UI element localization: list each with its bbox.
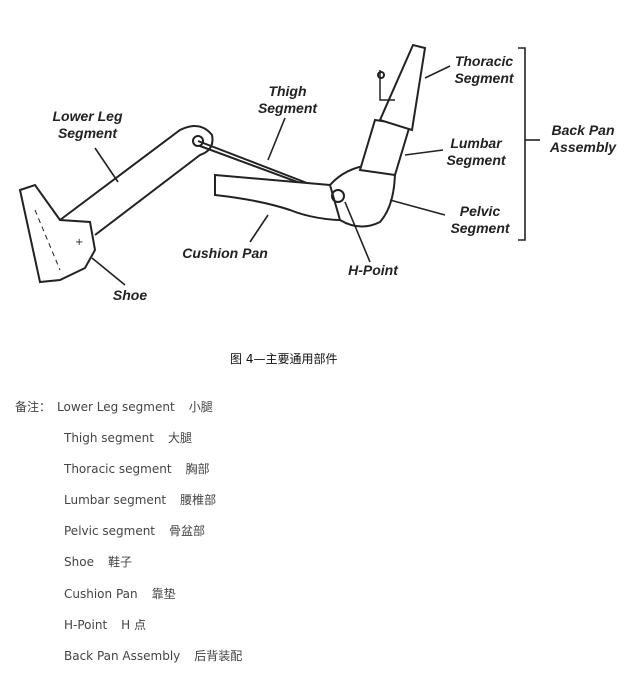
label-h-point: H-Point (348, 262, 398, 278)
figure-caption: 图 4—主要通用部件 (230, 352, 338, 366)
note-cn: 小腿 (188, 400, 213, 414)
lumbar-shape (358, 118, 412, 177)
note-cn: 腰椎部 (180, 493, 217, 507)
note-cn: 骨盆部 (169, 524, 206, 538)
note-cn: 后背装配 (194, 649, 243, 663)
note-en: Lower Leg segment (57, 400, 175, 414)
svg-text:+: + (75, 237, 83, 248)
label-pelvic: Pelvic Segment (450, 203, 510, 236)
label-back-pan: Back Pan Assembly (549, 122, 617, 155)
label-thigh: Thigh Segment (257, 83, 318, 116)
note-cn: H 点 (121, 618, 146, 632)
note-item: Thoracic segment 胸部 (64, 460, 210, 477)
label-cushion-pan: Cushion Pan (182, 245, 268, 261)
thoracic-shape (378, 43, 427, 132)
label-shoe: Shoe (112, 287, 148, 303)
lower-leg-shape (59, 125, 214, 236)
note-item: Cushion Pan 靠垫 (64, 585, 176, 602)
note-item: Back Pan Assembly 后背装配 (64, 647, 242, 664)
note-en: Thigh segment (64, 431, 154, 445)
note-en: Thoracic segment (64, 462, 172, 476)
label-thoracic: Thoracic Segment (454, 53, 514, 86)
note-cn: 胸部 (185, 462, 210, 476)
note-item: Shoe 鞋子 (64, 553, 132, 570)
label-lumbar: Lumbar Segment (446, 135, 506, 168)
note-en: Shoe (64, 555, 94, 569)
note-item: Lumbar segment 腰椎部 (64, 491, 216, 508)
note-en: Pelvic segment (64, 524, 156, 538)
note-cn: 靠垫 (151, 587, 176, 601)
h-point-manikin-diagram: + (18, 43, 540, 286)
note-cn: 鞋子 (107, 555, 132, 569)
label-lower-leg: Lower Leg Segment (52, 108, 123, 141)
note-prefix: 备注： (15, 400, 52, 414)
note-en: Lumbar segment (64, 493, 167, 507)
note-item: Pelvic segment 骨盆部 (64, 522, 205, 539)
note-item: H-Point H 点 (64, 616, 146, 633)
note-en: Cushion Pan (64, 587, 138, 601)
note-en: H-Point (64, 618, 108, 632)
shoe-shape (18, 183, 97, 284)
note-en: Back Pan Assembly (64, 649, 181, 663)
note-item: Lower Leg segment 小腿 (57, 398, 213, 415)
note-item: Thigh segment 大腿 (64, 429, 192, 446)
note-cn: 大腿 (167, 431, 192, 445)
